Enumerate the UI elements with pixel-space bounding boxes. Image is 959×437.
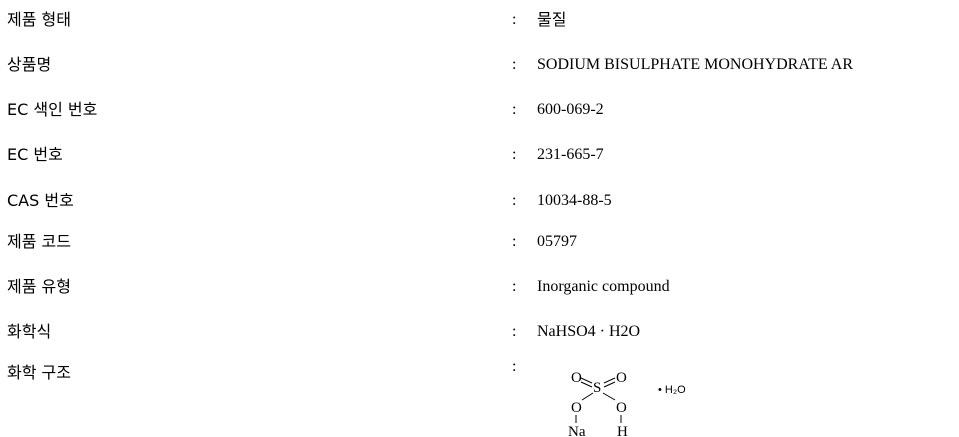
field-colon: : [512,278,517,295]
field-value: Inorganic compound [537,278,670,295]
atom-oxygen: O [571,400,582,416]
field-value: SODIUM BISULPHATE MONOHYDRATE AR [537,56,854,73]
atom-sulfur: S [593,380,601,396]
field-label: 화학식 [7,322,52,341]
bond-double [580,381,593,388]
field-row-ec-index-number: EC 색인 번호 : 600-069-2 [0,95,959,125]
field-row-cas-number: CAS 번호 : 10034-88-5 [0,186,959,216]
field-colon: : [512,101,517,118]
field-row-product-form: 제품 형태 : 물질 [0,5,959,35]
field-row-structure: 화학 구조 : [0,358,959,388]
field-value: 물질 [537,10,567,29]
field-row-product-code: 제품 코드 : 05797 [0,227,959,257]
field-colon: : [512,233,517,250]
field-colon: : [512,146,517,163]
atom-oxygen: O [616,400,627,416]
field-value: 05797 [537,233,577,250]
field-label: 제품 유형 [7,277,71,296]
atom-oxygen: O [571,370,582,386]
field-label: CAS 번호 [7,191,74,210]
atom-oxygen: O [616,370,627,386]
bond-double [580,377,593,384]
field-row-ec-number: EC 번호 : 231-665-7 [0,140,959,170]
field-label: 제품 코드 [7,232,71,251]
field-value: NaHSO4 · H2O [537,323,641,340]
field-value: 231-665-7 [537,146,604,163]
field-label: 상품명 [7,55,52,74]
bond-double [603,377,616,384]
field-colon: : [512,11,517,28]
field-colon: : [512,358,517,375]
bond-single [602,392,616,401]
field-row-product-type: 제품 유형 : Inorganic compound [0,272,959,302]
hydrate-label: • H₂O [658,384,686,396]
field-value: 10034-88-5 [537,192,612,209]
field-colon: : [512,323,517,340]
field-label: 제품 형태 [7,10,71,29]
atom-hydrogen: H [617,424,628,437]
field-colon: : [512,192,517,209]
chemical-structure-diagram: O S O O O Na H • H₂O [568,370,686,437]
bond-single [581,392,594,401]
field-label: EC 번호 [7,145,63,164]
bond-double [603,381,616,388]
field-row-formula: 화학식 : NaHSO4 · H2O [0,317,959,347]
field-colon: : [512,56,517,73]
field-value: 600-069-2 [537,101,604,118]
field-row-trade-name: 상품명 : SODIUM BISULPHATE MONOHYDRATE AR [0,50,959,80]
field-label: EC 색인 번호 [7,100,98,119]
field-label: 화학 구조 [7,363,71,382]
atom-sodium: Na [568,424,586,437]
